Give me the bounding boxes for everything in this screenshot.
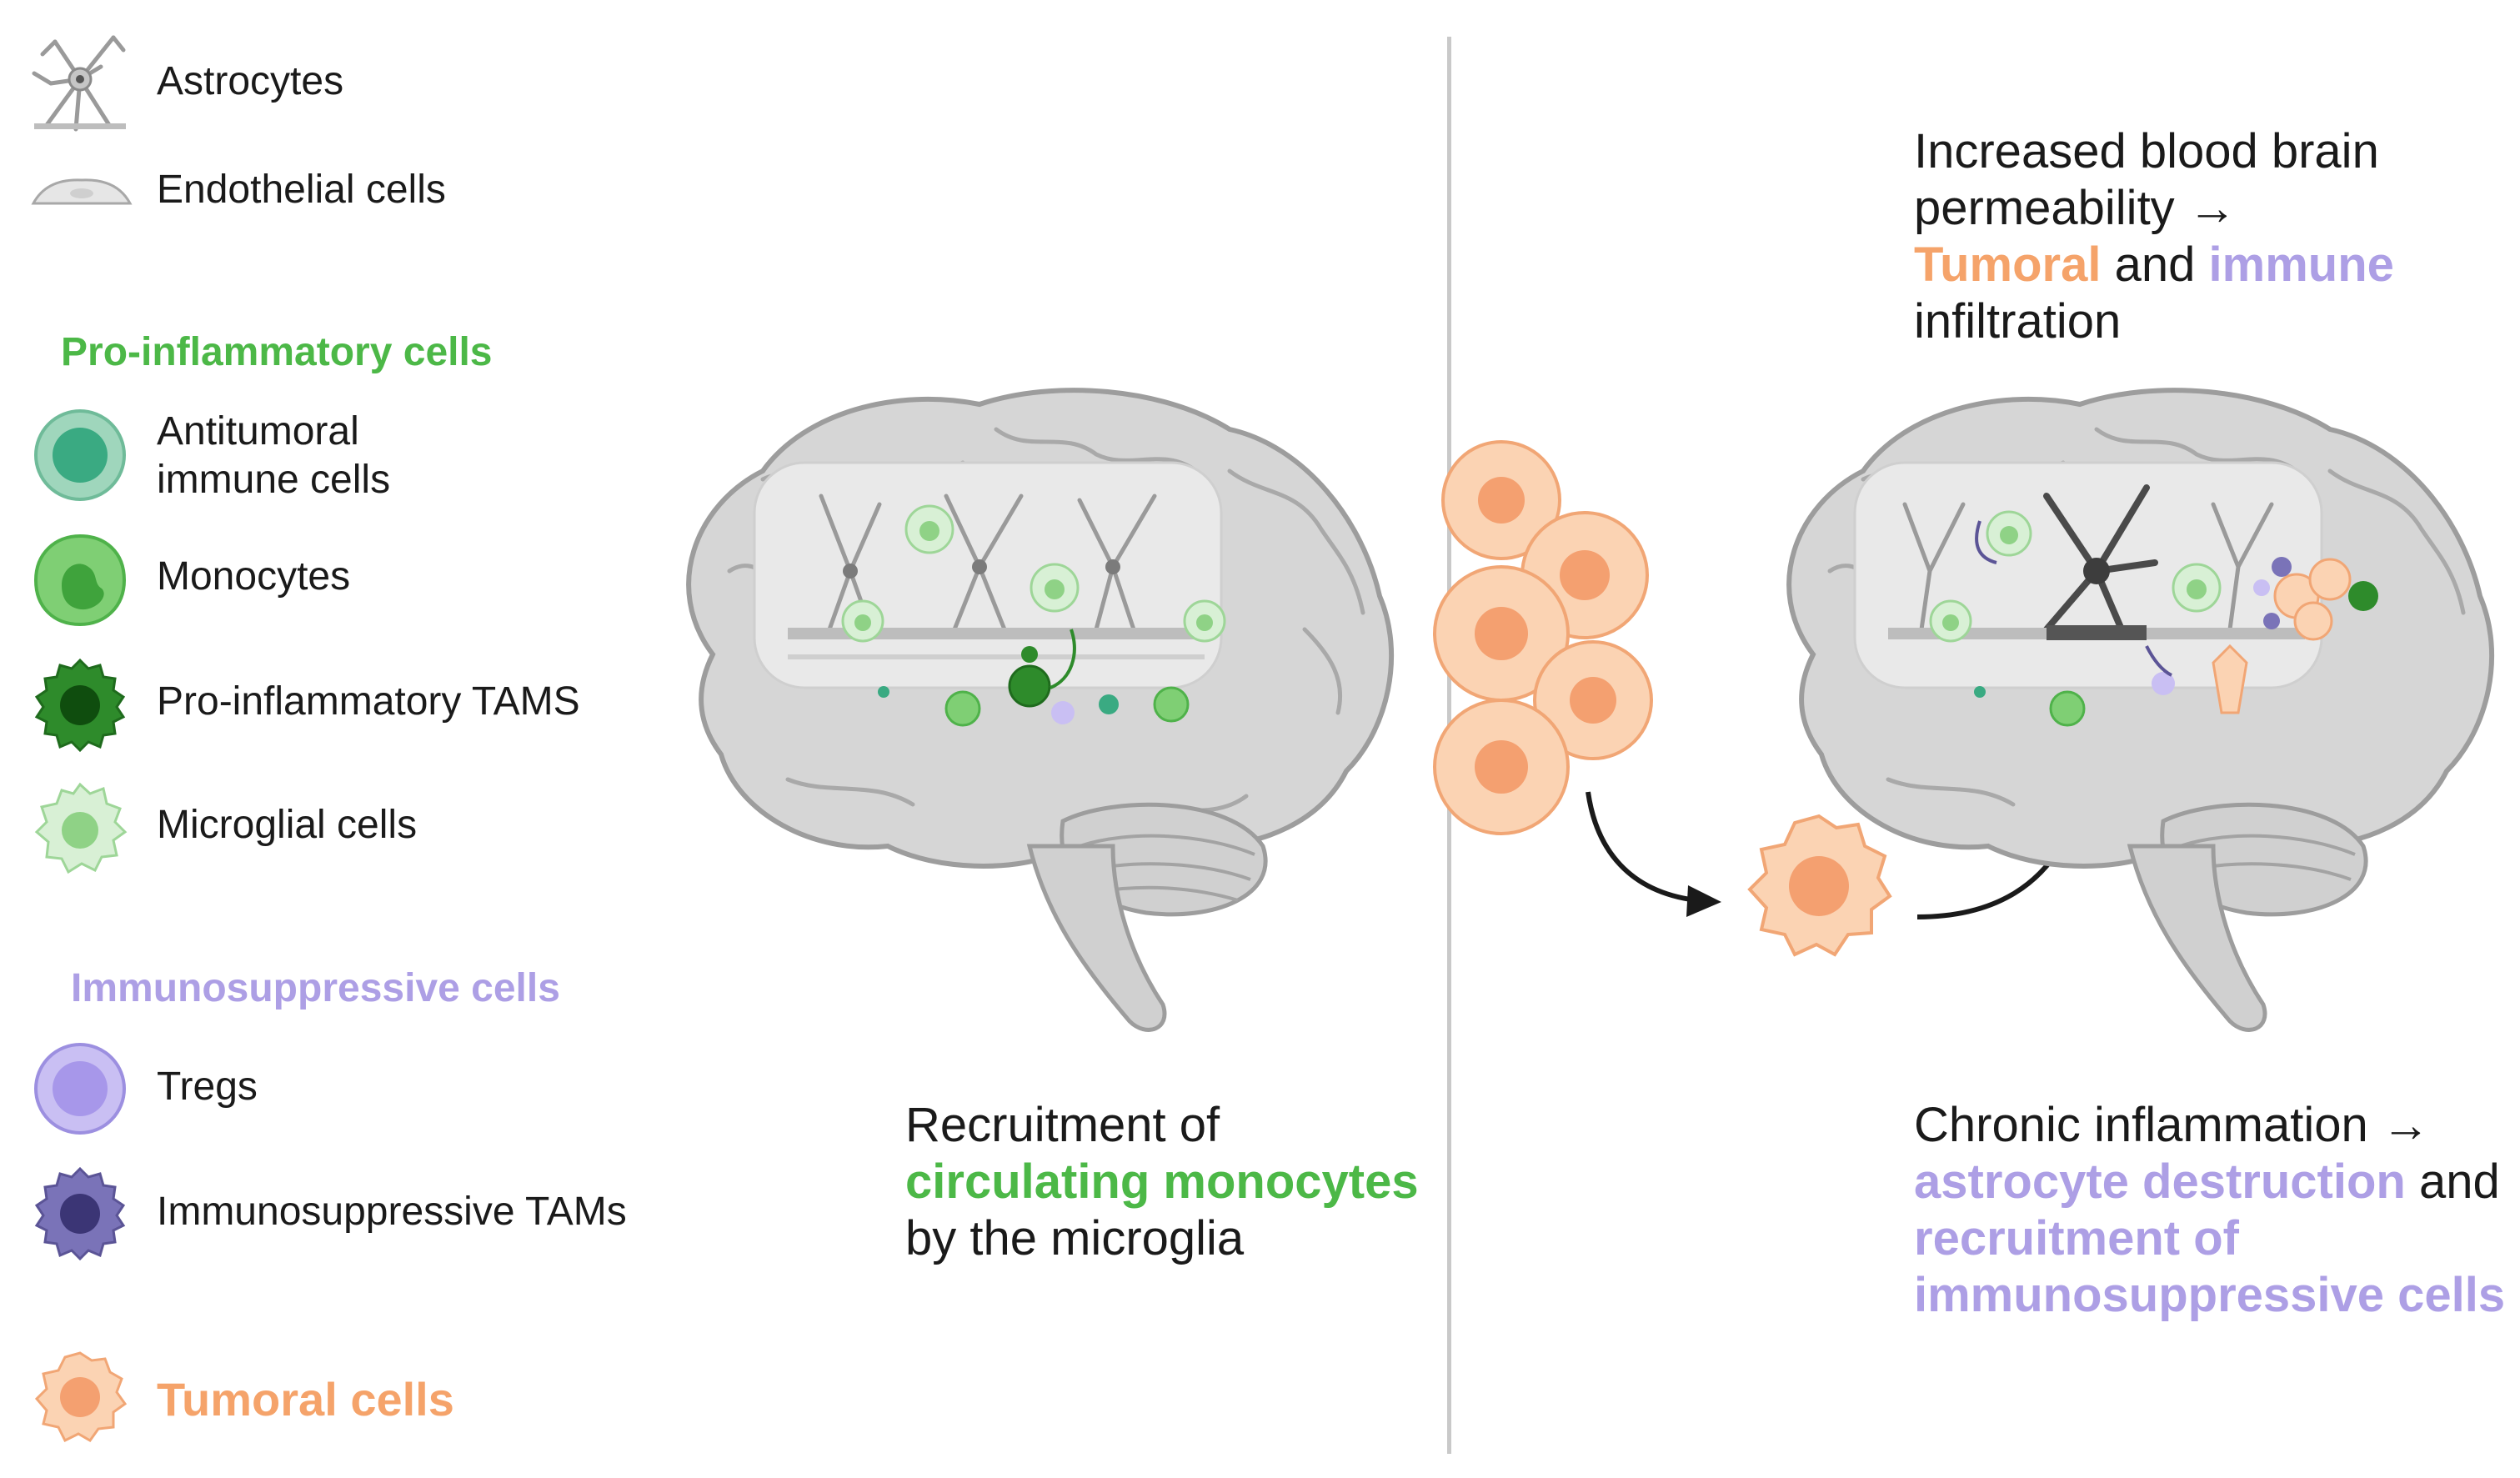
brain-illustration-recruitment <box>686 388 1395 1032</box>
brain-illustration-infiltration <box>1786 388 2495 1032</box>
tumor-cluster-illustration <box>1433 440 1653 835</box>
caption-bbb-line3: Tumoral and immune <box>1914 237 2394 293</box>
treg-icon <box>34 1043 126 1135</box>
arrow-to-tumor-cell <box>1586 791 1721 917</box>
microglia-icon <box>34 782 128 874</box>
legend-label-astrocytes: Astrocytes <box>157 59 344 103</box>
caption-recruitment-line3: by the microglia <box>905 1211 1245 1265</box>
legend-label-monocytes: Monocytes <box>157 554 351 599</box>
caption-bbb-immune: immune <box>2208 238 2394 292</box>
immunosuppressive-tam-icon <box>34 1166 126 1261</box>
antitumoral-cell-icon <box>34 409 126 501</box>
caption-recruitment-line1: Recruitment of <box>905 1098 1220 1152</box>
pro-inflammatory-header: Pro-inflammatory cells <box>61 330 493 374</box>
legend-label-microglial: Microglial cells <box>157 803 418 847</box>
monocyte-icon <box>33 534 127 627</box>
immunosuppressive-header: Immunosuppressive cells <box>71 966 560 1010</box>
caption-bbb-and: and <box>2114 238 2196 292</box>
tumor-cell-icon <box>34 1351 128 1443</box>
astrocyte-icon <box>32 35 126 132</box>
legend-label-endothelial: Endothelial cells <box>157 168 446 212</box>
legend-label-antitumoral-1: Antitumoral <box>157 409 359 453</box>
legend-label-pro-tams: Pro-inflammatory TAMS <box>157 679 580 724</box>
caption-bbb-permeability: Increased blood brain permeability → Tum… <box>1914 123 2394 350</box>
caption-bbb-line2: permeability → <box>1914 181 2237 235</box>
caption-chronic-line3: recruitment of <box>1914 1211 2239 1265</box>
caption-recruitment: Recruitment of circulating monocytes by … <box>905 1097 1419 1267</box>
legend-label-tumoral: Tumoral cells <box>157 1373 454 1425</box>
legend-label-tregs: Tregs <box>157 1065 258 1109</box>
caption-chronic-line1: Chronic inflammation → <box>1914 1098 2430 1152</box>
pro-inflammatory-tam-icon <box>34 658 126 753</box>
legend-label-antitumoral-2: immune cells <box>157 458 391 502</box>
caption-bbb-line4: infiltration <box>1914 294 2122 348</box>
endothelial-cell-icon <box>31 178 133 205</box>
caption-recruitment-line2: circulating monocytes <box>905 1155 1419 1209</box>
caption-chronic-line2: astrocyte destruction and <box>1914 1154 2505 1210</box>
caption-chronic-inflammation: Chronic inflammation → astrocyte destruc… <box>1914 1097 2505 1324</box>
caption-chronic-destruction: astrocyte destruction <box>1914 1155 2406 1209</box>
caption-bbb-line1: Increased blood brain <box>1914 124 2379 178</box>
caption-bbb-tumoral: Tumoral <box>1914 238 2102 292</box>
caption-chronic-and: and <box>2418 1155 2500 1209</box>
single-tumor-cell <box>1747 814 1892 957</box>
caption-chronic-line4: immunosuppressive cells <box>1914 1268 2506 1322</box>
legend-label-immuno-tams: Immunosuppressive TAMs <box>157 1190 627 1234</box>
